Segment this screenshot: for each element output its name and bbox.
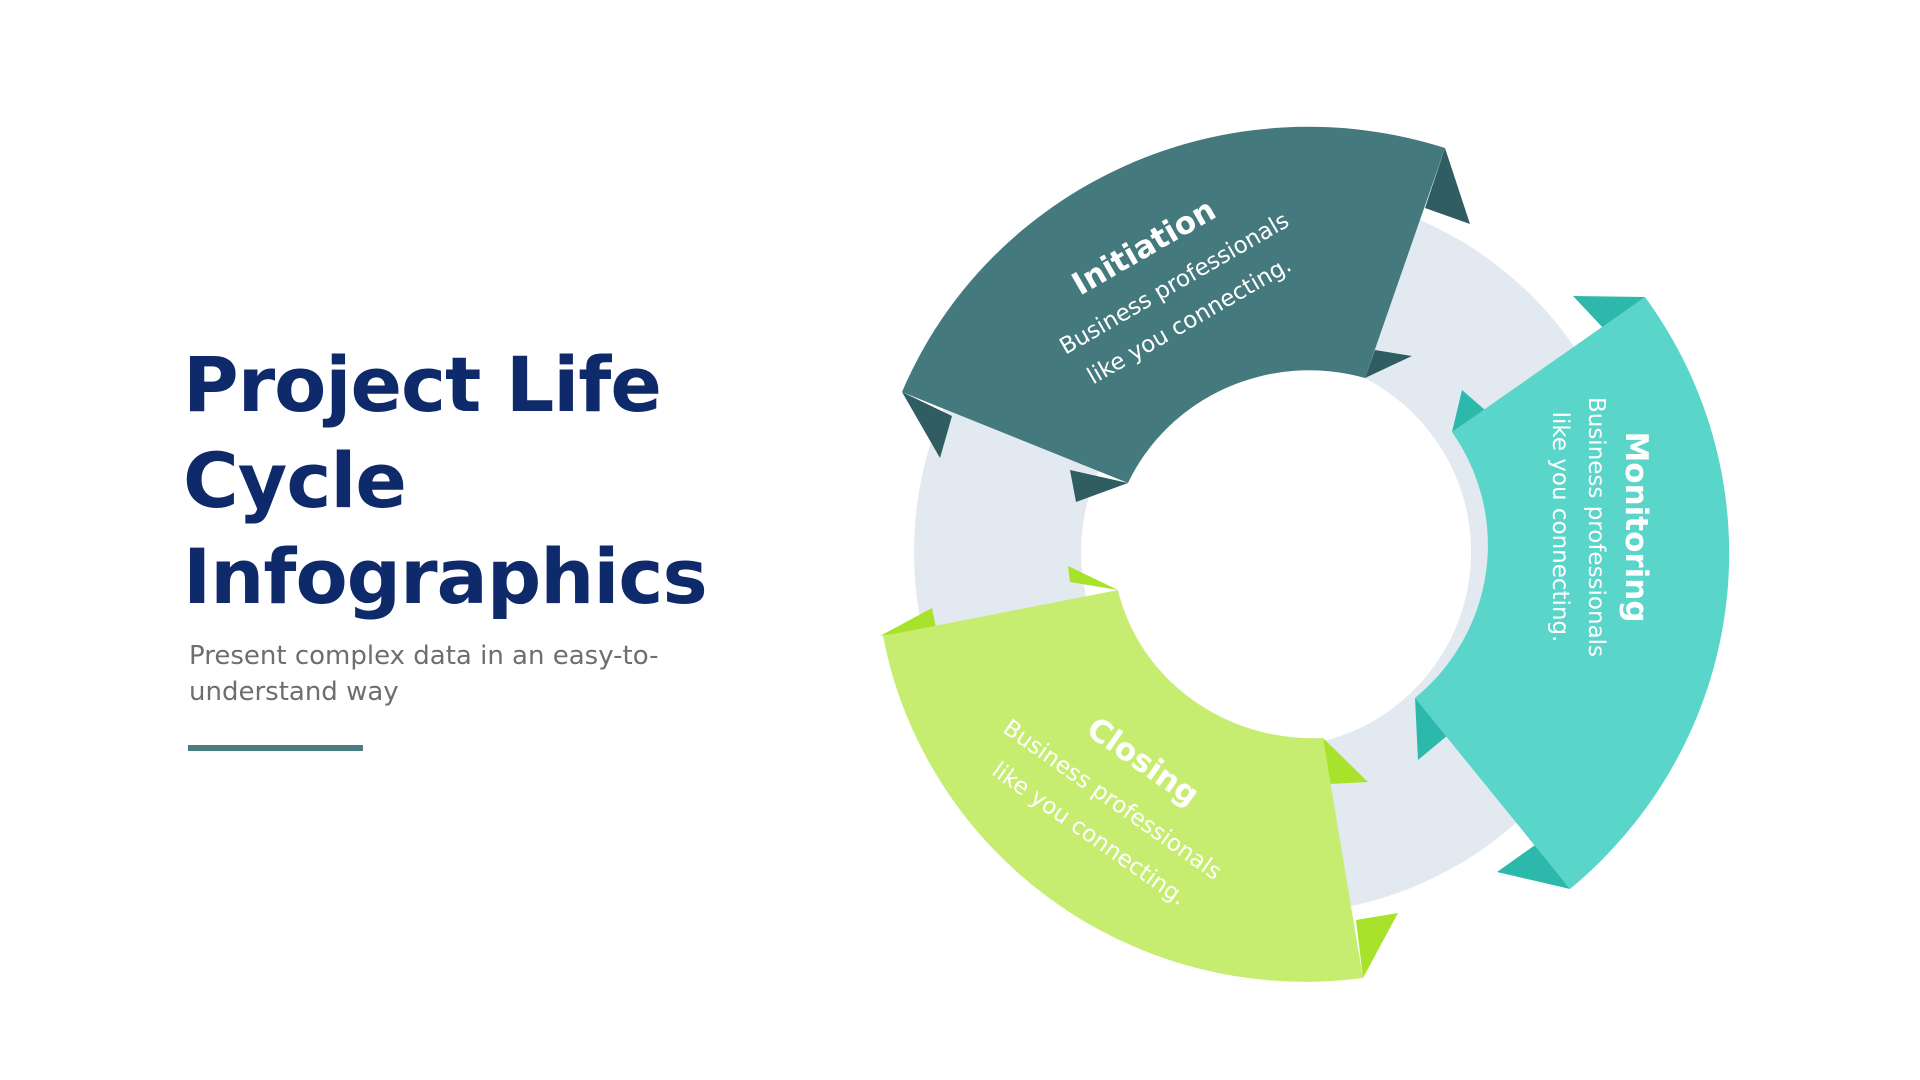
subtitle: Present complex data in an easy-to-under… xyxy=(189,641,659,707)
initiation-fold xyxy=(902,392,952,458)
stage-initiation: Initiation Business professionals like y… xyxy=(902,126,1470,502)
title-line-3: Infographics xyxy=(183,532,708,621)
closing-fold xyxy=(1323,738,1368,784)
monitoring-fold xyxy=(1497,845,1570,889)
monitoring-title: Monitoring xyxy=(1618,431,1654,622)
stage-monitoring: Monitoring Business professionals like y… xyxy=(1415,296,1730,889)
monitoring-fold xyxy=(1415,698,1448,760)
divider xyxy=(188,745,363,751)
stage-closing: Closing Business professionals like you … xyxy=(880,566,1398,982)
title-line-2: Cycle xyxy=(183,436,407,525)
monitoring-body-line-1: Business professionals xyxy=(1583,397,1609,657)
initiation-band xyxy=(902,126,1445,484)
initiation-fold xyxy=(1425,148,1470,224)
closing-band xyxy=(883,590,1363,982)
page-title: Project Life Cycle Infographics xyxy=(183,337,743,625)
monitoring-band xyxy=(1415,297,1730,889)
initiation-fold xyxy=(1070,470,1128,502)
title-line-1: Project Life xyxy=(183,340,662,429)
closing-fold xyxy=(1068,566,1118,590)
monitoring-fold xyxy=(1452,390,1485,432)
monitoring-body-line-2: like you connecting. xyxy=(1547,412,1573,643)
closing-fold xyxy=(1356,913,1398,978)
monitoring-fold xyxy=(1573,296,1645,330)
initiation-fold xyxy=(1365,350,1412,378)
